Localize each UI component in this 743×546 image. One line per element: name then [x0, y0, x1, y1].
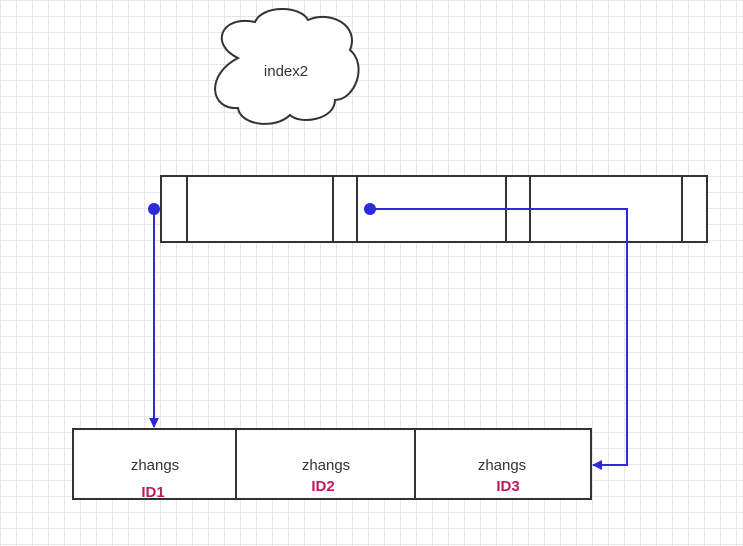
data-row-cell[interactable]: zhangs ID3 [478, 457, 526, 495]
row-name: zhangs [302, 457, 350, 474]
row-id: ID3 [496, 478, 519, 495]
data-rows-table: zhangs ID1 zhangs ID2 zhangs ID3 [72, 428, 592, 501]
data-row-cell[interactable]: zhangs ID1 [131, 457, 179, 501]
row-id: ID1 [141, 484, 164, 501]
data-row-cell[interactable]: zhangs ID2 [302, 457, 350, 495]
pointer-arrow-to-id3[interactable] [364, 203, 628, 470]
data-table-outline [72, 428, 592, 500]
cloud-shape [214, 8, 360, 125]
cloud-label: index2 [264, 63, 308, 80]
pointer-arrow-to-id1[interactable] [148, 203, 160, 428]
row-name: zhangs [478, 457, 526, 474]
arrow-line [370, 208, 628, 470]
row-id: ID2 [311, 478, 334, 495]
row-name: zhangs [131, 457, 179, 474]
index-cloud[interactable]: index2 [214, 8, 360, 125]
